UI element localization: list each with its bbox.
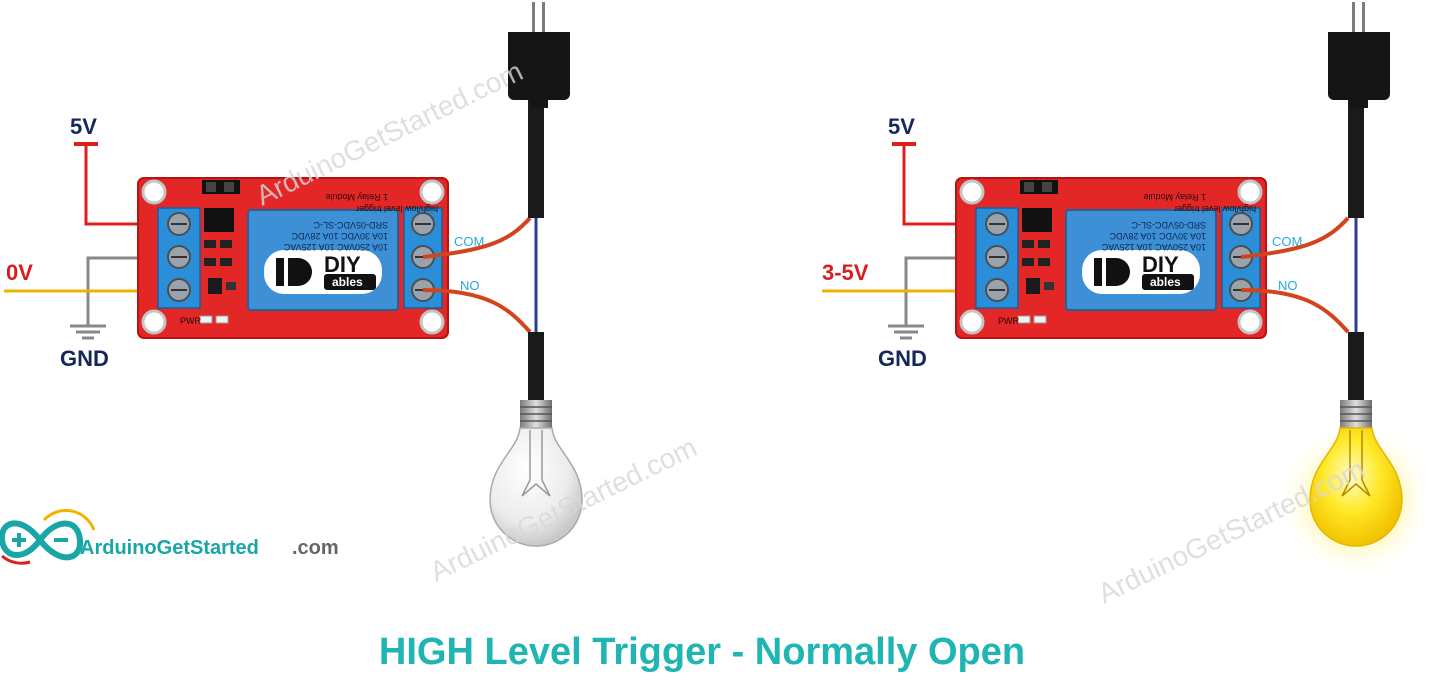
- no-label: NO: [1278, 278, 1298, 293]
- module-header-1: high/low level trigger: [356, 204, 438, 214]
- logo-ables: ables: [1150, 275, 1181, 289]
- com-wire: [1240, 216, 1350, 259]
- plug: [1328, 2, 1390, 108]
- pwr-label: PWR: [180, 316, 201, 326]
- panel-left: 5V GND 0V 1 Relay Module high/low level …: [4, 2, 583, 547]
- brand-name: ArduinoGetStarted: [80, 537, 259, 559]
- no-wire: [1240, 288, 1350, 334]
- com-label: COM: [1272, 234, 1302, 249]
- relay-model: SRD-05VDC-SL-C: [1131, 220, 1206, 230]
- brand-suffix: .com: [292, 537, 339, 559]
- relay-rating-1: 10A 30VDC 10A 28VDC: [291, 231, 388, 241]
- bulb: [489, 400, 583, 547]
- logo-diy: DIY: [1142, 252, 1179, 277]
- logo-diy: DIY: [324, 252, 361, 277]
- logo-ables: ables: [332, 275, 363, 289]
- page-title: HIGH Level Trigger - Normally Open: [379, 631, 1025, 673]
- relay-rating-2: 10A 250VAC 10A 125VAC: [283, 242, 388, 252]
- no-wire: [422, 288, 532, 334]
- relay-rating-1: 10A 30VDC 10A 28VDC: [1109, 231, 1206, 241]
- module-header-1: high/low level trigger: [1174, 204, 1256, 214]
- input-label: 0V: [6, 260, 33, 285]
- power-label: 5V: [70, 114, 97, 139]
- no-label: NO: [460, 278, 480, 293]
- module-header-2: 1 Relay Module: [325, 192, 388, 202]
- com-wire: [422, 216, 532, 259]
- power-label: 5V: [888, 114, 915, 139]
- infinity-icon: [0, 509, 96, 565]
- plug: [508, 2, 570, 108]
- module-header-2: 1 Relay Module: [1143, 192, 1206, 202]
- gnd-label: GND: [60, 346, 109, 371]
- relay-module: 1 Relay Module high/low level trigger SR…: [136, 176, 450, 340]
- relay-module: 1 Relay Module high/low level trigger SR…: [954, 176, 1268, 340]
- input-label: 3-5V: [822, 260, 869, 285]
- panel-right: 5V GND 3-5V 1 Relay Module high/low leve…: [822, 2, 1436, 580]
- pwr-label: PWR: [998, 316, 1019, 326]
- relay-rating-2: 10A 250VAC 10A 125VAC: [1101, 242, 1206, 252]
- com-label: COM: [454, 234, 484, 249]
- brand-logo: ArduinoGetStarted .com: [0, 509, 339, 565]
- bulb: [1276, 400, 1436, 580]
- gnd-label: GND: [878, 346, 927, 371]
- relay-model: SRD-05VDC-SL-C: [313, 220, 388, 230]
